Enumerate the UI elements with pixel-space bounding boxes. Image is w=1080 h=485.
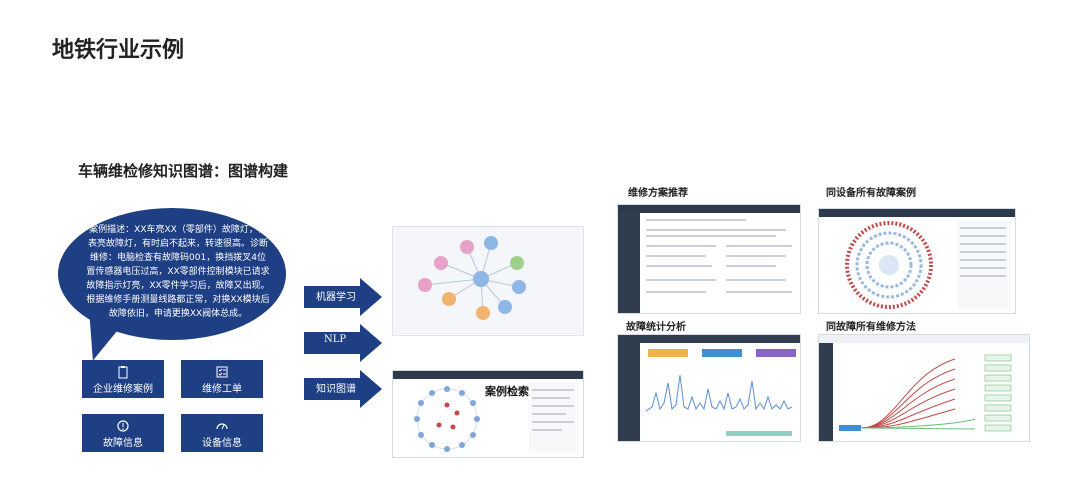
repair-plan-screenshot <box>617 204 801 314</box>
same-device-cases-screenshot <box>818 208 1016 314</box>
window-topbar <box>393 371 583 379</box>
tile-label: 故障信息 <box>103 438 143 449</box>
tile-label: 设备信息 <box>202 438 242 449</box>
window-topbar <box>618 335 800 343</box>
page-title: 地铁行业示例 <box>52 38 185 63</box>
circular-graph-image <box>414 386 480 452</box>
screen-label-same-device-cases: 同设备所有故障案例 <box>826 188 916 199</box>
tile-fault-info: 故障信息 <box>82 414 164 452</box>
window-sidebar <box>618 213 640 313</box>
result-list-pane <box>529 383 579 453</box>
warning-gear-icon <box>116 419 130 433</box>
arrow-label: NLP <box>324 334 347 345</box>
case-search-label: 案例检索 <box>485 385 529 398</box>
window-sidebar <box>819 343 833 441</box>
page-subtitle: 车辆维检修知识图谱：图谱构建 <box>78 162 289 180</box>
tile-enterprise-cases: 企业维修案例 <box>82 360 164 398</box>
arrow-label: 机器学习 <box>316 292 356 303</box>
stat-card-blue <box>702 349 742 357</box>
bubble-tail <box>82 313 128 365</box>
window-topbar <box>618 205 800 213</box>
fault-stats-screenshot <box>617 334 801 442</box>
graph-network-image <box>418 236 526 320</box>
case-description-text: 案例描述：XX车亮XX（零部件）故障灯，仪表亮故障灯，有时启不起来，转速很高。诊… <box>86 225 270 319</box>
fault-trend-chart-image <box>646 374 793 412</box>
checklist-icon <box>215 365 229 379</box>
knowledge-graph-preview <box>392 226 584 336</box>
case-description-bubble <box>58 208 286 340</box>
tile-label: 维修工单 <box>202 384 242 395</box>
arrow-label: 知识图谱 <box>316 384 356 395</box>
screen-label-fault-stats: 故障统计分析 <box>626 322 686 333</box>
tile-label: 企业维修案例 <box>93 384 153 395</box>
tree-map-image <box>839 354 1012 432</box>
stat-card-orange <box>648 349 688 357</box>
arrow-nlp: NLP <box>304 324 382 362</box>
tile-work-orders: 维修工单 <box>181 360 263 398</box>
same-fault-methods-screenshot <box>818 334 1030 442</box>
stat-card-purple <box>756 349 796 357</box>
screen-label-repair-plan: 维修方案推荐 <box>628 188 688 199</box>
case-search-screenshot: 案例检索 <box>392 370 584 458</box>
tile-device-info: 设备信息 <box>181 414 263 452</box>
arrow-knowledge-graph: 知识图谱 <box>304 370 382 408</box>
screen-label-same-fault-methods: 同故障所有维修方法 <box>826 322 916 333</box>
progress-bar <box>726 431 792 436</box>
arrow-machine-learning: 机器学习 <box>304 278 382 316</box>
window-topbar <box>819 209 1015 217</box>
window-topbar <box>819 335 1029 343</box>
clipboard-icon <box>116 365 130 379</box>
case-table-pane <box>957 221 1011 309</box>
radial-graph-image <box>845 221 933 309</box>
gauge-icon <box>215 419 229 433</box>
window-sidebar <box>618 343 640 441</box>
